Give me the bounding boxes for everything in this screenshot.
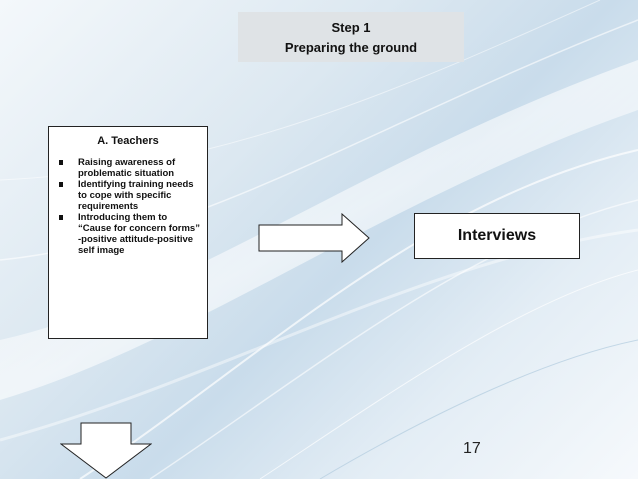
bullet-square-icon [59, 182, 63, 187]
interviews-box: Interviews [414, 213, 580, 259]
page-number: 17 [463, 440, 481, 457]
teachers-list-item: Identifying training needs to cope with … [49, 179, 207, 212]
teachers-box: A. Teachers Raising awareness of problem… [48, 126, 208, 339]
teachers-list: Raising awareness of problematic situati… [49, 157, 207, 256]
bullet-square-icon [59, 215, 63, 220]
down-arrow-icon [60, 422, 152, 479]
teachers-list-item-text: Identifying training needs to cope with … [78, 179, 194, 212]
teachers-list-item: Raising awareness of problematic situati… [49, 157, 207, 179]
step-header-box: Step 1 Preparing the ground [238, 12, 464, 62]
teachers-list-item: Introducing them to “Cause for concern f… [49, 212, 207, 256]
step-subtitle: Preparing the ground [284, 40, 418, 55]
teachers-list-item-text: Introducing them to “Cause for concern f… [78, 212, 200, 256]
right-arrow-icon [258, 213, 370, 263]
bullet-square-icon [59, 160, 63, 165]
teachers-title: A. Teachers [97, 135, 159, 147]
teachers-list-item-text: Raising awareness of problematic situati… [78, 157, 176, 179]
step-title: Step 1 [331, 20, 371, 35]
